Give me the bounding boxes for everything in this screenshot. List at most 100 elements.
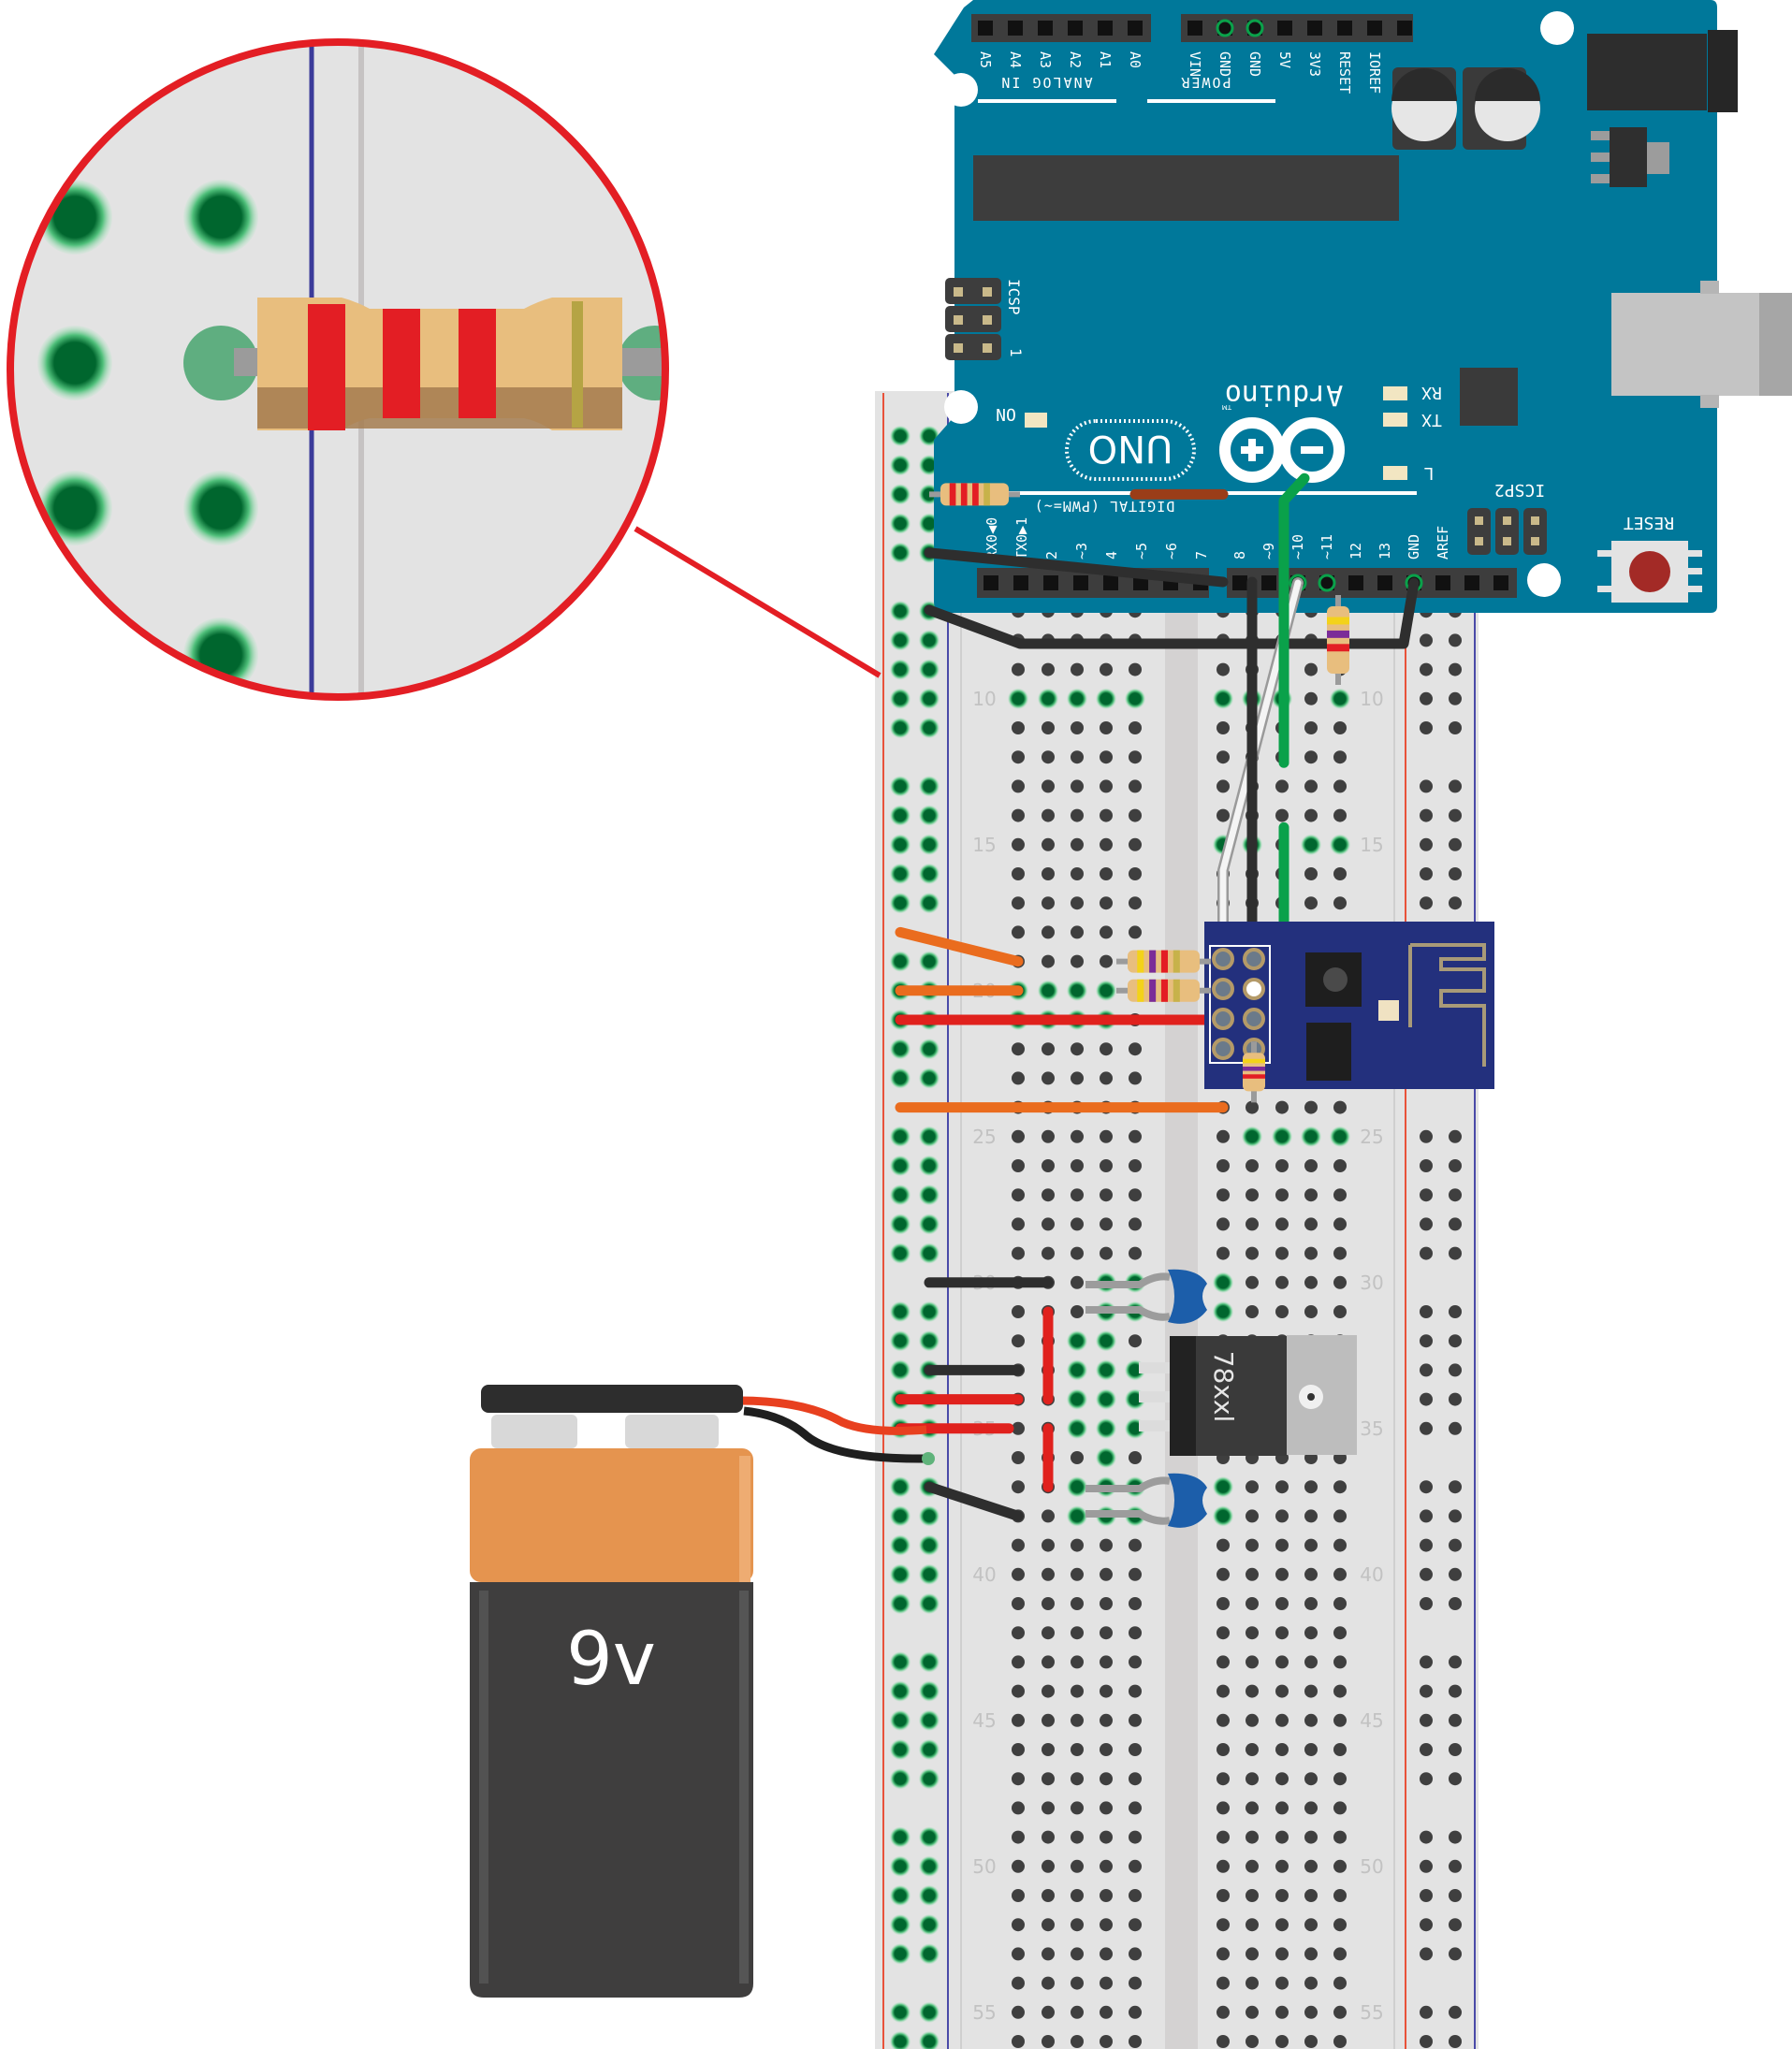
breadboard-hole[interactable]	[1042, 2035, 1055, 2048]
power-rail-hole[interactable]	[890, 1155, 911, 1176]
breadboard-hole[interactable]	[1100, 1859, 1113, 1873]
breadboard-hole[interactable]	[1275, 1772, 1289, 1786]
breadboard-hole[interactable]	[1333, 1188, 1347, 1202]
power-rail-hole[interactable]	[919, 893, 940, 914]
power-rail-hole[interactable]	[1420, 1188, 1433, 1202]
digital-pin[interactable]	[1464, 575, 1479, 590]
breadboard-hole[interactable]	[1304, 808, 1318, 822]
breadboard-hole[interactable]	[1129, 1976, 1142, 1990]
breadboard-hole[interactable]	[1012, 1246, 1025, 1260]
power-rail-hole[interactable]	[1420, 1363, 1433, 1377]
breadboard-hole[interactable]	[1071, 1713, 1084, 1727]
power-rail-hole[interactable]	[890, 1242, 911, 1264]
power-rail-hole[interactable]	[890, 1068, 911, 1089]
breadboard-hole[interactable]	[1042, 925, 1055, 939]
power-rail-hole[interactable]	[919, 630, 940, 651]
power-rail-hole[interactable]	[1449, 1392, 1462, 1406]
power-rail-hole[interactable]	[1420, 662, 1433, 676]
breadboard-hole[interactable]	[1012, 1713, 1025, 1727]
power-rail-hole[interactable]	[1449, 1567, 1462, 1581]
breadboard-hole[interactable]	[1100, 1976, 1113, 1990]
breadboard-hole[interactable]	[1217, 808, 1230, 822]
breadboard-hole[interactable]	[1042, 1801, 1055, 1815]
breadboard-hole[interactable]	[1304, 662, 1318, 676]
breadboard-hole[interactable]	[1333, 1509, 1347, 1523]
power-rail-hole[interactable]	[1420, 1830, 1433, 1844]
power-rail-hole[interactable]	[890, 1213, 911, 1235]
power-rail-hole[interactable]	[890, 2031, 911, 2049]
breadboard-hole[interactable]	[1129, 1129, 1142, 1143]
breadboard-hole[interactable]	[1042, 1772, 1055, 1786]
breadboard-hole[interactable]	[1333, 750, 1347, 764]
breadboard-hole[interactable]	[1067, 1417, 1087, 1439]
breadboard-hole[interactable]	[1275, 1188, 1289, 1202]
power-rail-hole[interactable]	[890, 864, 911, 884]
power-rail-hole[interactable]	[1420, 1743, 1433, 1756]
breadboard-hole[interactable]	[1217, 721, 1230, 734]
breadboard-hole[interactable]	[1100, 925, 1113, 939]
breadboard-hole[interactable]	[1217, 1188, 1230, 1202]
breadboard-hole[interactable]	[1246, 1859, 1259, 1873]
breadboard-hole[interactable]	[1272, 1126, 1292, 1147]
power-rail-hole[interactable]	[1420, 633, 1433, 647]
breadboard-hole[interactable]	[1333, 1889, 1347, 1902]
breadboard-hole[interactable]	[1012, 1655, 1025, 1669]
breadboard-hole[interactable]	[1275, 1217, 1289, 1231]
breadboard-hole[interactable]	[1217, 779, 1230, 793]
breadboard-hole[interactable]	[1071, 1859, 1084, 1873]
power-rail-hole[interactable]	[1420, 1538, 1433, 1552]
power-rail-hole[interactable]	[1449, 2005, 1462, 2019]
breadboard-hole[interactable]	[1304, 1538, 1318, 1552]
breadboard-hole[interactable]	[1012, 2005, 1025, 2019]
breadboard-hole[interactable]	[1275, 1509, 1289, 1523]
power-rail-hole[interactable]	[1449, 1246, 1462, 1260]
breadboard-hole[interactable]	[1129, 1772, 1142, 1786]
breadboard-hole[interactable]	[1100, 1626, 1113, 1640]
power-rail-hole[interactable]	[919, 718, 940, 738]
breadboard-hole[interactable]	[1071, 954, 1084, 968]
power-rail-hole[interactable]	[919, 2001, 940, 2023]
breadboard-hole[interactable]	[1333, 1801, 1347, 1815]
breadboard-hole[interactable]	[1100, 1071, 1113, 1085]
esp01-pin[interactable]	[1212, 978, 1234, 1000]
breadboard-hole[interactable]	[1246, 2035, 1259, 2048]
power-rail-hole[interactable]	[919, 2031, 940, 2049]
power-rail-hole[interactable]	[890, 951, 911, 972]
breadboard-hole[interactable]	[1067, 1359, 1087, 1381]
power-rail-hole[interactable]	[890, 834, 911, 855]
breadboard-hole[interactable]	[1067, 1388, 1087, 1410]
breadboard-hole[interactable]	[1071, 1042, 1084, 1056]
breadboard-hole[interactable]	[1217, 1655, 1230, 1669]
digital-pin[interactable]	[1103, 575, 1118, 590]
breadboard-hole[interactable]	[1071, 779, 1084, 793]
power-rail-hole[interactable]	[919, 1505, 940, 1527]
power-rail-hole[interactable]	[1449, 1597, 1462, 1610]
breadboard-hole[interactable]	[1096, 1417, 1116, 1439]
breadboard-hole[interactable]	[1042, 1509, 1055, 1523]
breadboard-hole[interactable]	[1067, 1505, 1087, 1527]
power-rail-hole[interactable]	[1449, 2035, 1462, 2048]
power-rail-hole[interactable]	[919, 834, 940, 855]
breadboard-hole[interactable]	[1246, 1743, 1259, 1756]
breadboard-hole[interactable]	[1333, 1480, 1347, 1494]
power-rail-hole[interactable]	[919, 1680, 940, 1702]
breadboard-hole[interactable]	[1333, 1684, 1347, 1698]
breadboard-hole[interactable]	[1129, 1217, 1142, 1231]
power-rail-hole[interactable]	[890, 1739, 911, 1760]
breadboard-hole[interactable]	[1042, 1538, 1055, 1552]
power-pin[interactable]	[1187, 21, 1202, 36]
breadboard-hole[interactable]	[1129, 779, 1142, 793]
breadboard-hole[interactable]	[1012, 1042, 1025, 1056]
breadboard-hole[interactable]	[1217, 1947, 1230, 1961]
power-rail-hole[interactable]	[1420, 1597, 1433, 1610]
breadboard-hole[interactable]	[1100, 1801, 1113, 1815]
power-rail-hole[interactable]	[1420, 1567, 1433, 1581]
breadboard-hole[interactable]	[1042, 1626, 1055, 1640]
breadboard-hole[interactable]	[1217, 2005, 1230, 2019]
breadboard-hole[interactable]	[1246, 1509, 1259, 1523]
breadboard-hole[interactable]	[1012, 1743, 1025, 1756]
power-rail-hole[interactable]	[1449, 721, 1462, 734]
breadboard-hole[interactable]	[1246, 1188, 1259, 1202]
analog-pin[interactable]	[1008, 21, 1023, 36]
breadboard-hole[interactable]	[1096, 1330, 1116, 1352]
